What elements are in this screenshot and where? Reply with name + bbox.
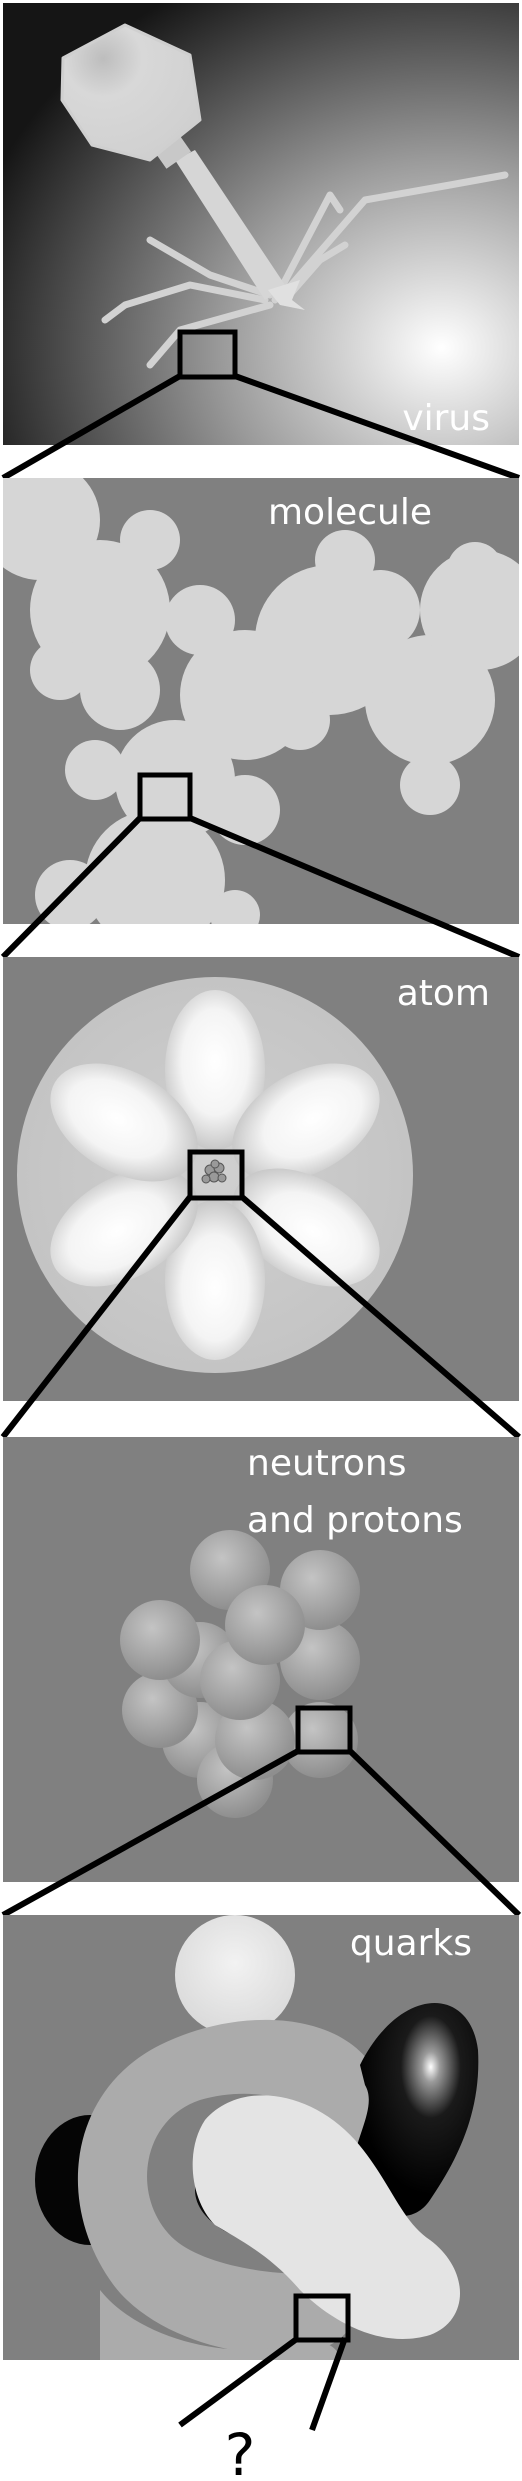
label-atom: atom (397, 973, 490, 1014)
zoom-connector-1 (1, 373, 521, 481)
zoom-box (293, 2293, 351, 2343)
question-mark: ? (225, 2421, 256, 2481)
atom-illustration (17, 977, 413, 1373)
bacteriophage-illustration (60, 23, 509, 369)
zoom-box (295, 1705, 353, 1755)
label-neutrons: neutrons (247, 1443, 407, 1484)
panel-quarks: quarks (3, 1915, 519, 2360)
zoom-box (137, 772, 193, 822)
zoom-connector-5 (178, 2335, 348, 2432)
zoom-connector-2 (0, 815, 521, 960)
label-quarks: quarks (350, 1923, 472, 1964)
nucleus-illustration (120, 1530, 360, 1818)
quarks-illustration (35, 1915, 479, 2360)
zoom-connector-3 (0, 1194, 521, 1440)
zoom-connector-4 (1, 1748, 522, 1918)
electron-orbitals (50, 990, 380, 1360)
nucleus-small (201, 1159, 227, 1184)
label-and-protons: and protons (247, 1500, 463, 1541)
label-virus: virus (402, 398, 490, 439)
zoom-box (187, 1149, 245, 1201)
panel-molecule: molecule (3, 478, 519, 924)
panel-virus: virus (3, 3, 519, 445)
panel-nucleus: neutrons and protons (3, 1437, 519, 1882)
zoom-box (177, 329, 238, 380)
label-molecule: molecule (268, 492, 432, 533)
